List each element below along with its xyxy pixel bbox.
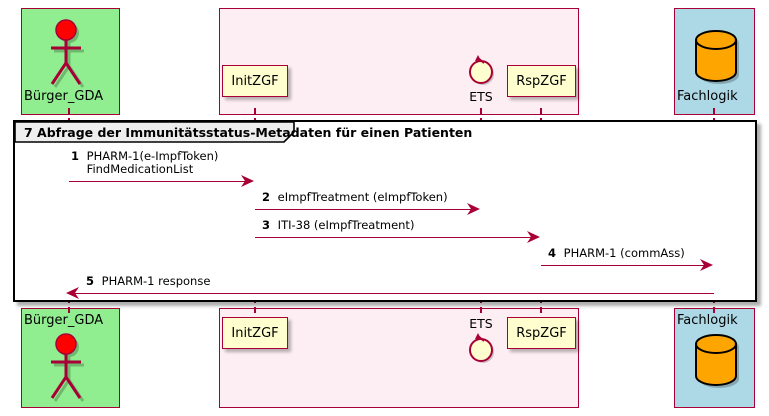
message-4-text-line-1: PHARM-1 (commAss) [563, 246, 685, 260]
participant-box-rspzgf[interactable]: RspZGF [507, 65, 576, 97]
message-3-arrowhead [527, 231, 540, 243]
participant-box-rspzgf-bottom[interactable]: RspZGF [507, 317, 576, 349]
participant-label-initzgf: InitZGF [231, 73, 279, 89]
message-1-label: 1 PHARM-1(e-ImpfToken) FindMedicationLis… [71, 150, 218, 176]
message-1-text-line-2: FindMedicationList [86, 162, 194, 176]
message-3-number: 3 [262, 218, 271, 232]
message-1-arrowhead [241, 175, 254, 187]
participant-label-ets-bottom: ETS [469, 316, 493, 331]
message-4-label: 4 PHARM-1 (commAss) [548, 247, 685, 260]
control-circle-arrow-icon-bottom [464, 332, 500, 372]
message-3-text-line-1: ITI-38 (eImpfTreatment) [277, 218, 415, 232]
message-2-label: 2 eImpfTreatment (eImpfToken) [262, 191, 448, 204]
message-1-line [69, 181, 248, 182]
message-3-label: 3 ITI-38 (eImpfTreatment) [262, 219, 414, 232]
message-2-number: 2 [262, 190, 271, 204]
message-1-number: 1 [71, 149, 80, 163]
message-4-number: 4 [548, 246, 557, 260]
participant-label-buerger-gda-bottom: Bürger_GDA [24, 313, 104, 328]
participant-label-ets: ETS [469, 89, 493, 104]
interaction-frame [13, 120, 757, 302]
message-5-line [75, 293, 714, 294]
participant-label-fachlogik-bottom: Fachlogik [677, 313, 738, 328]
message-4-line [541, 265, 707, 266]
frame-title-text: 7 Abfrage der Immunitätsstatus-Metadaten… [24, 125, 473, 140]
participant-label-initzgf-bottom: InitZGF [231, 325, 279, 341]
message-4-arrowhead [700, 259, 713, 271]
participant-label-fachlogik: Fachlogik [677, 89, 738, 104]
message-2-line [255, 209, 474, 210]
participant-label-rspzgf-bottom: RspZGF [516, 325, 567, 341]
message-2-text-line-1: eImpfTreatment (eImpfToken) [277, 190, 448, 204]
database-cylinder-icon [692, 28, 744, 94]
interaction-frame-title: 7 Abfrage der Immunitätsstatus-Metadaten… [15, 122, 472, 143]
control-circle-arrow-icon [464, 54, 500, 94]
actor-icon [43, 18, 95, 94]
message-5-label: 5 PHARM-1 response [86, 275, 210, 288]
participant-label-rspzgf: RspZGF [516, 73, 567, 89]
participant-label-buerger-gda: Bürger_GDA [24, 89, 104, 104]
participant-group-actor-bottom [21, 308, 120, 408]
participant-box-initzgf-bottom[interactable]: InitZGF [222, 317, 288, 349]
message-3-line [255, 237, 534, 238]
participant-box-initzgf[interactable]: InitZGF [222, 65, 288, 97]
message-5-arrowhead [66, 287, 79, 299]
message-2-arrowhead [467, 203, 480, 215]
participant-group-system [219, 8, 579, 115]
database-cylinder-icon-bottom [692, 332, 744, 398]
message-5-number: 5 [86, 274, 95, 288]
message-1-text-line-1: PHARM-1(e-ImpfToken) [86, 149, 219, 163]
actor-icon-bottom [43, 332, 95, 408]
message-5-text-line-1: PHARM-1 response [101, 274, 211, 288]
